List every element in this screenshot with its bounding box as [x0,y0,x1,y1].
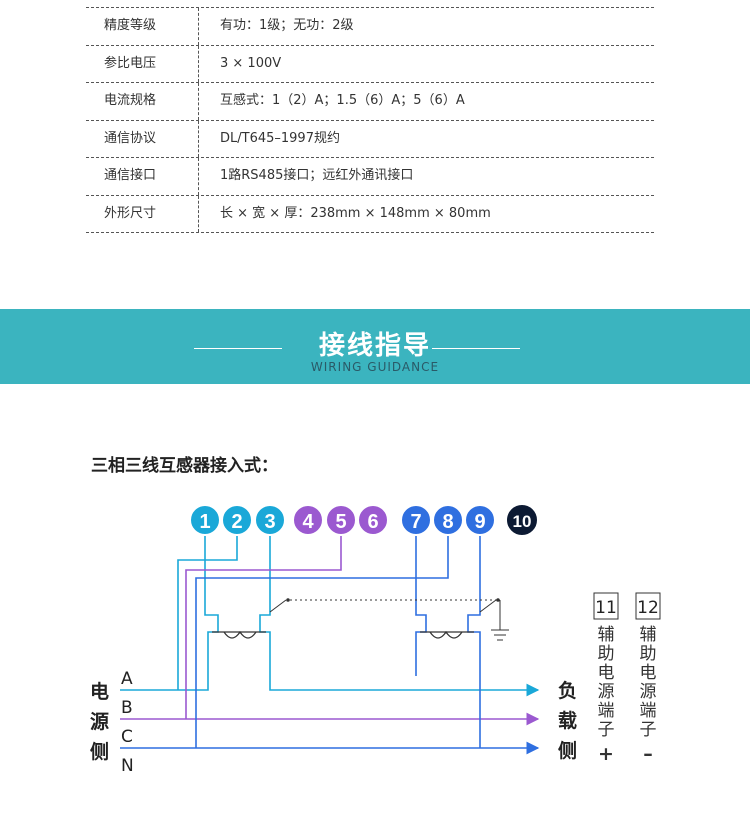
banner-rule-left [194,348,282,349]
terminal-4: 4 [292,504,324,536]
aux-label-plus: 辅 助 电 源 端 子 + [598,625,615,765]
svg-text:辅: 辅 [598,625,615,645]
svg-text:7: 7 [410,511,421,533]
spec-divider [198,83,199,120]
spec-value: 1路RS485接口；远红外通讯接口 [220,168,414,183]
switch-contacts [286,598,500,602]
spec-row-interface: 通信接口 1路RS485接口；远红外通讯接口 [86,158,654,196]
svg-text:9: 9 [474,511,485,533]
svg-text:辅: 辅 [640,625,657,645]
spec-divider [198,195,199,232]
phase-a-label: A [121,669,133,689]
svg-text:助: 助 [640,644,657,664]
source-side-labels: 电 源 侧 A B C N [90,669,134,776]
spec-row-current: 电流规格 互感式：1（2）A；1.5（6）A；5（6）A [86,83,654,121]
phase-c-label: C [121,727,133,747]
section-banner: 接线指导 WIRING GUIDANCE [0,309,750,384]
load-char-1: 负 [558,679,577,702]
svg-text:子: 子 [598,720,615,740]
spec-row-protocol: 通信协议 DL/T645–1997规约 [86,120,654,158]
svg-text:1: 1 [199,511,210,533]
spec-key: 参比电压 [104,55,157,71]
svg-text:电: 电 [640,663,657,683]
spec-value: DL/T645–1997规约 [220,130,340,146]
terminal-6: 6 [357,504,389,536]
svg-text:6: 6 [367,511,378,533]
svg-text:助: 助 [598,644,615,664]
diagram-heading: 三相三线互感器接入式： [91,456,278,476]
svg-text:10: 10 [513,512,532,531]
phase-n-label: N [121,756,134,776]
wires-phase-a [120,536,540,697]
phase-b-label: B [121,698,133,718]
svg-text:端: 端 [598,701,615,721]
spec-key: 电流规格 [104,93,157,108]
spec-key: 通信协议 [104,130,157,146]
terminal-8: 8 [432,504,464,536]
load-char-2: 载 [558,709,577,732]
terminal-5: 5 [325,504,357,536]
source-char-3: 侧 [90,741,109,763]
banner-subtitle: WIRING GUIDANCE [310,360,440,374]
svg-text:5: 5 [335,511,346,533]
svg-text:11: 11 [595,598,617,618]
spec-key: 通信接口 [104,168,157,183]
spec-value: 有功：1级；无功：2级 [220,18,354,33]
aux-terminal-12: 12 [635,592,661,620]
plus-sign: + [598,743,614,765]
spec-key: 精度等级 [104,18,157,33]
ct-left [212,630,266,639]
terminal-1: 1 [189,504,221,536]
load-char-3: 侧 [558,740,577,762]
banner-title: 接线指导 [318,331,431,361]
spec-divider [198,120,199,157]
spec-row-accuracy: 精度等级 有功：1级；无功：2级 [86,7,654,46]
spec-row-dimensions: 外形尺寸 长 × 宽 × 厚：238mm × 148mm × 80mm [86,195,654,233]
terminal-row: 1 2 3 4 5 6 7 8 9 10 [189,503,539,537]
terminal-7: 7 [400,504,432,536]
spec-table: 精度等级 有功：1级；无功：2级 参比电压 3 × 100V 电流规格 互感式：… [86,0,654,233]
svg-text:电: 电 [598,663,615,683]
svg-text:端: 端 [640,701,657,721]
svg-text:源: 源 [598,682,615,702]
spec-key: 外形尺寸 [104,205,157,221]
spec-value: 长 × 宽 × 厚：238mm × 148mm × 80mm [220,205,491,221]
banner-rule-right [432,348,520,349]
source-char-1: 电 [90,680,109,703]
aux-label-minus: 辅 助 电 源 端 子 – [640,625,657,765]
terminal-9: 9 [464,504,496,536]
svg-text:子: 子 [640,720,657,740]
svg-text:3: 3 [264,511,275,533]
svg-text:12: 12 [637,598,659,618]
terminal-2: 2 [221,504,253,536]
wires-phase-c [120,536,540,755]
spec-value: 3 × 100V [220,55,282,71]
svg-text:源: 源 [640,682,657,702]
wires-phase-b [120,536,540,726]
terminal-3: 3 [254,504,286,536]
ct-right [420,630,474,639]
spec-divider [198,45,199,82]
load-side-labels: 负 载 侧 [558,679,577,762]
source-char-2: 源 [90,710,109,733]
switch-linkage [269,599,509,641]
spec-value: 互感式：1（2）A；1.5（6）A；5（6）A [220,93,465,108]
terminal-10: 10 [505,503,539,537]
minus-sign: – [643,743,653,765]
svg-text:4: 4 [302,511,314,533]
spec-row-voltage: 参比电压 3 × 100V [86,45,654,83]
svg-text:8: 8 [442,511,453,533]
spec-divider [198,158,199,195]
aux-terminal-11: 11 [593,592,619,620]
svg-text:2: 2 [231,511,242,533]
spec-divider [198,8,199,45]
